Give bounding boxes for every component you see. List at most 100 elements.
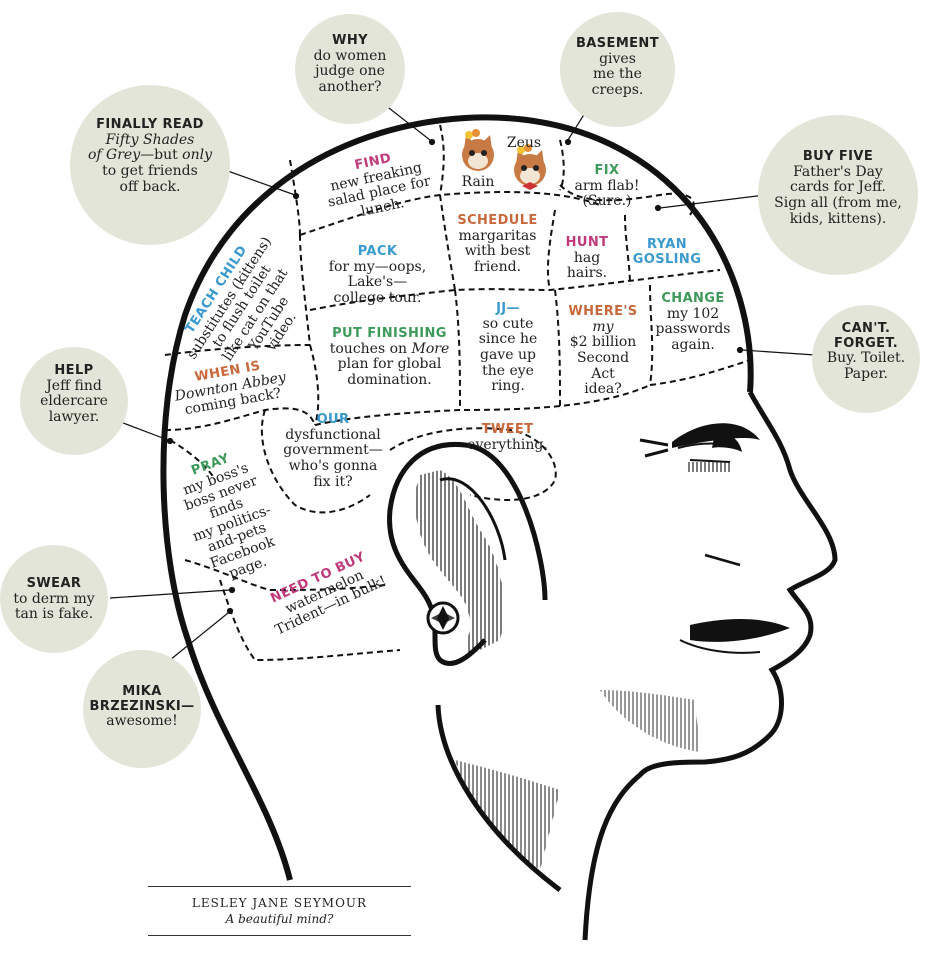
wheres-line-4: idea?	[584, 381, 622, 398]
tweet-line-1: everything.	[467, 436, 548, 453]
schedule-line-2: with best	[464, 243, 531, 260]
finally-line-3: to get friends	[102, 162, 198, 179]
schedule-line-1: margaritas	[458, 227, 537, 244]
why-keyword: WHY	[332, 33, 368, 48]
pack-line-2: Lake's—	[347, 274, 408, 291]
bubble-help	[20, 347, 128, 455]
mika-line-1: awesome!	[106, 713, 178, 730]
why-line-3: another?	[318, 78, 382, 95]
region-ryan-gosling: RYAN GOSLING	[632, 237, 702, 267]
our-line-1: dysfunctional	[285, 426, 381, 443]
gosling-keyword: GOSLING	[632, 251, 702, 267]
buyfive-keyword: BUY FIVE	[802, 149, 874, 164]
fix-keyword: FIX	[594, 163, 620, 178]
change-line-3: again.	[671, 336, 715, 353]
region-put-finishing: PUT FINISHING touches on More plan for g…	[322, 326, 457, 389]
our-keyword: OUR	[316, 412, 350, 427]
bubble-mika-text: MIKA BRZEZINSKI— awesome!	[83, 684, 201, 730]
swear-line-2: tan is fake.	[14, 606, 94, 623]
fix-line-2: (Sure.)	[582, 193, 632, 210]
buyfive-line-3: Sign all (from me,	[774, 194, 902, 211]
bubble-buy-five	[758, 115, 918, 275]
kitten-zeus-icon	[462, 129, 494, 171]
finally-line-4: off back.	[119, 178, 181, 195]
head-outline	[160, 114, 754, 881]
help-line-3: lawyer.	[48, 408, 100, 425]
hunt-keyword: HUNT	[565, 235, 609, 250]
finally-only: only	[182, 147, 213, 164]
tweet-keyword: TWEET	[481, 422, 534, 437]
buyfive-line-4: kids, kittens).	[789, 210, 887, 227]
credit-subtitle: A beautiful mind?	[225, 911, 334, 926]
cant-keyword: CAN'T.	[841, 321, 891, 336]
putfinishing-line-3: domination.	[347, 371, 432, 388]
jj-line-1: so cute	[482, 315, 534, 332]
cant-line-1: Buy. Toilet.	[826, 350, 906, 367]
bubble-why	[295, 14, 405, 124]
bubble-swear-text: SWEAR to derm my tan is fake.	[0, 576, 108, 623]
kitten-zeus-label: Zeus	[506, 135, 542, 151]
basement-line-2: me the	[593, 66, 642, 83]
putfinishing-more: More	[411, 340, 450, 357]
region-tweet: TWEET everything.	[460, 422, 555, 453]
wheres-line-3: Act	[591, 365, 615, 382]
credit-name: LESLEY JANE SEYMOUR	[191, 896, 368, 910]
pack-line-1: for my—oops,	[328, 258, 427, 275]
basement-keyword: BASEMENT	[576, 36, 659, 51]
region-dividers	[164, 124, 751, 662]
fix-line-1: arm flab!	[574, 177, 640, 194]
finally-line-1: Fifty Shades	[105, 131, 195, 148]
bubble-cant-forget	[812, 305, 920, 413]
forget-keyword: FORGET.	[833, 335, 899, 351]
jj-keyword: JJ—	[496, 301, 520, 316]
buyfive-line-1: Father's Day	[793, 163, 883, 180]
credit-block: LESLEY JANE SEYMOUR A beautiful mind?	[148, 886, 411, 937]
bubble-mika	[83, 650, 201, 768]
change-keyword: CHANGE	[661, 291, 725, 306]
region-change: CHANGE my 102 passwords again.	[652, 291, 734, 354]
region-wheres: WHERE'S my $2 billion Second Act idea?	[562, 304, 644, 398]
our-line-4: fix it?	[313, 473, 353, 490]
region-hunt: HUNT hag hairs.	[562, 235, 612, 282]
swear-keyword: SWEAR	[26, 576, 82, 591]
finally-but: —but	[140, 147, 183, 164]
region-schedule: SCHEDULE margaritas with best friend.	[450, 213, 545, 276]
help-line-2: eldercare	[40, 393, 108, 410]
putfinishing-line-1: touches on	[329, 340, 412, 357]
schedule-line-3: friend.	[473, 258, 522, 275]
bubble-why-text: WHY do women judge one another?	[295, 33, 405, 96]
jj-line-3: gave up	[480, 346, 536, 363]
help-line-1: Jeff find	[46, 377, 102, 394]
change-line-2: passwords	[655, 321, 731, 338]
wheres-line-1: $2 billion	[569, 334, 637, 351]
bubble-basement-text: BASEMENT gives me the creeps.	[560, 36, 675, 99]
earring-icon	[426, 601, 460, 635]
ear	[387, 441, 548, 666]
our-line-2: government—	[283, 442, 383, 459]
kitten-rain-label: Rain	[461, 174, 495, 190]
schedule-keyword: SCHEDULE	[457, 213, 538, 228]
brzezinski-keyword: BRZEZINSKI—	[89, 698, 195, 714]
bubble-help-text: HELP Jeff find eldercare lawyer.	[20, 363, 128, 426]
change-line-1: my 102	[666, 305, 720, 322]
why-line-2: judge one	[315, 63, 385, 80]
mika-keyword: MIKA	[122, 684, 162, 699]
putfinishing-keyword: PUT FINISHING	[332, 326, 447, 341]
jj-line-4: the eye	[482, 362, 534, 379]
finally-keyword: FINALLY READ	[96, 117, 204, 132]
pack-keyword: PACK	[357, 244, 398, 259]
hunt-line-1: hag	[573, 249, 601, 266]
bubble-basement	[560, 12, 675, 127]
buyfive-line-2: cards for Jeff.	[789, 179, 887, 196]
bubble-buy-five-text: BUY FIVE Father's Day cards for Jeff. Si…	[758, 149, 918, 227]
face-profile	[582, 390, 838, 941]
finally-title-end: of Grey	[87, 147, 141, 164]
region-our: OUR dysfunctional government— who's gonn…	[278, 412, 388, 490]
bubble-swear	[0, 545, 108, 653]
our-line-3: who's gonna	[288, 457, 378, 474]
wheres-keyword: WHERE'S	[568, 304, 638, 319]
eye	[639, 423, 760, 472]
cant-line-2: Paper.	[844, 365, 888, 382]
